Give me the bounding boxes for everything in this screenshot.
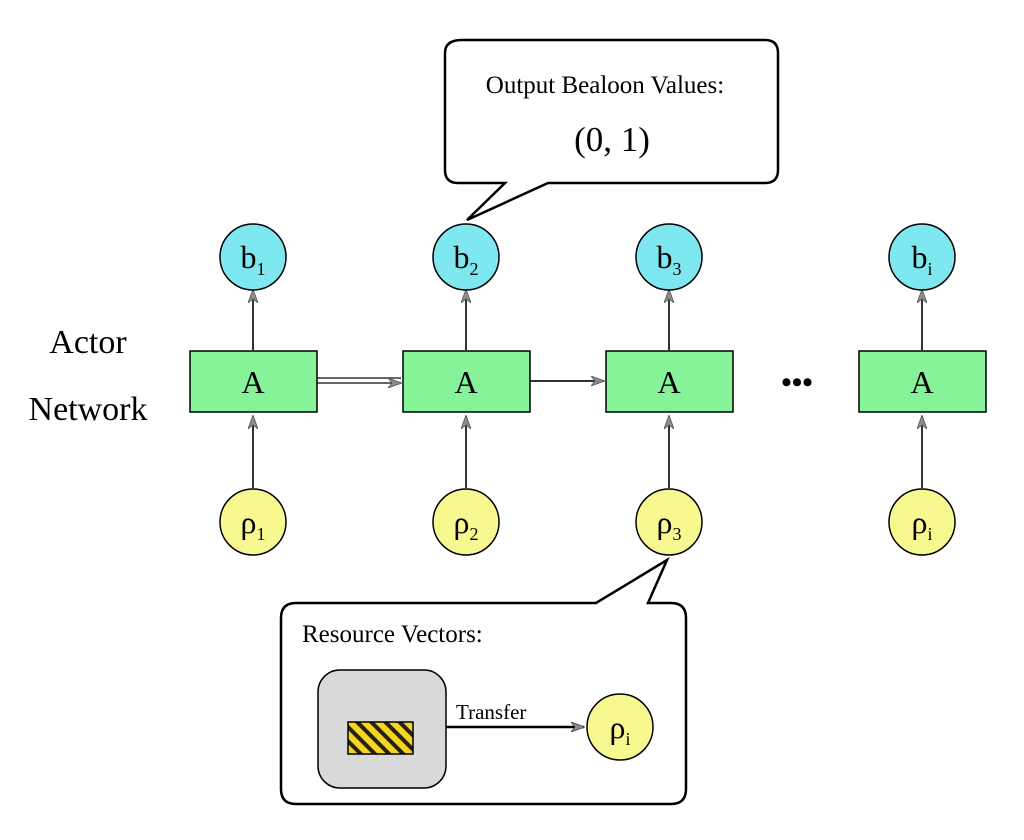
resource-target-node: ρi xyxy=(586,693,654,761)
input-node-symbol: ρ xyxy=(912,504,928,540)
svg-text:b3: b3 xyxy=(657,239,682,279)
output-node: bi xyxy=(888,223,956,291)
actor-box: A xyxy=(858,350,987,413)
output-callout-title: Output Bealoon Values: xyxy=(486,72,724,99)
actor-box-label: A xyxy=(910,364,933,400)
svg-text:b1: b1 xyxy=(241,239,266,279)
output-node: b3 xyxy=(635,223,703,291)
actor-box: A xyxy=(402,350,531,413)
output-node-symbol: b xyxy=(241,239,257,275)
actor-box-label: A xyxy=(657,364,680,400)
actor-box: A xyxy=(605,350,734,413)
actor-box: A xyxy=(189,350,318,413)
actor-network-label-line1: Actor xyxy=(49,324,127,361)
svg-text:ρi: ρi xyxy=(912,504,933,544)
actor-box-label: A xyxy=(241,364,264,400)
resource-callout-title: Resource Vectors: xyxy=(302,621,483,648)
input-node-subscript: i xyxy=(927,524,932,544)
input-node-subscript: 3 xyxy=(672,524,681,544)
horizontal-connectors xyxy=(317,378,604,383)
svg-text:b2: b2 xyxy=(454,239,479,279)
svg-text:ρi: ρi xyxy=(610,709,631,749)
resource-callout: Resource Vectors: Transfer ρi xyxy=(279,556,688,806)
svg-text:ρ1: ρ1 xyxy=(241,504,266,544)
vertical-connectors xyxy=(253,290,922,488)
output-node: b1 xyxy=(219,223,287,291)
output-node-symbol: b xyxy=(454,239,470,275)
input-node-subscript: 1 xyxy=(256,524,265,544)
svg-text:ρ3: ρ3 xyxy=(657,504,682,544)
output-node: b2 xyxy=(432,223,500,291)
output-node-subscript: 2 xyxy=(470,259,479,279)
output-callout-bubble xyxy=(443,38,780,222)
output-callout: Output Bealoon Values: (0, 1) xyxy=(443,38,780,222)
actor-network-label-line2: Network xyxy=(29,391,148,428)
input-node-symbol: ρ xyxy=(454,504,470,540)
svg-text:ρ2: ρ2 xyxy=(454,504,479,544)
input-node-symbol: ρ xyxy=(241,504,257,540)
ellipsis: ••• xyxy=(781,366,813,399)
input-node: ρ2 xyxy=(432,488,500,556)
output-node-subscript: 1 xyxy=(257,259,266,279)
input-node: ρ3 xyxy=(635,488,703,556)
input-node: ρi xyxy=(888,488,956,556)
output-node-subscript: i xyxy=(927,259,932,279)
transfer-label: Transfer xyxy=(456,700,526,724)
input-node-subscript: 2 xyxy=(469,524,478,544)
actor-boxes: A A A A xyxy=(189,350,987,413)
input-node-symbol: ρ xyxy=(657,504,673,540)
output-node-subscript: 3 xyxy=(673,259,682,279)
resource-target-subscript: i xyxy=(625,729,630,749)
resource-target-symbol: ρ xyxy=(610,709,626,745)
output-nodes: b1 b2 b3 bi xyxy=(219,223,956,291)
actor-network-label: Actor Network xyxy=(29,324,148,428)
hatched-resource-icon xyxy=(347,721,414,755)
output-callout-value: (0, 1) xyxy=(574,120,650,159)
input-node: ρ1 xyxy=(219,488,287,556)
input-nodes: ρ1 ρ2 ρ3 ρi xyxy=(219,488,956,556)
actor-box-label: A xyxy=(454,364,477,400)
output-node-symbol: b xyxy=(657,239,673,275)
output-node-symbol: b xyxy=(911,239,927,275)
svg-text:bi: bi xyxy=(911,239,932,279)
